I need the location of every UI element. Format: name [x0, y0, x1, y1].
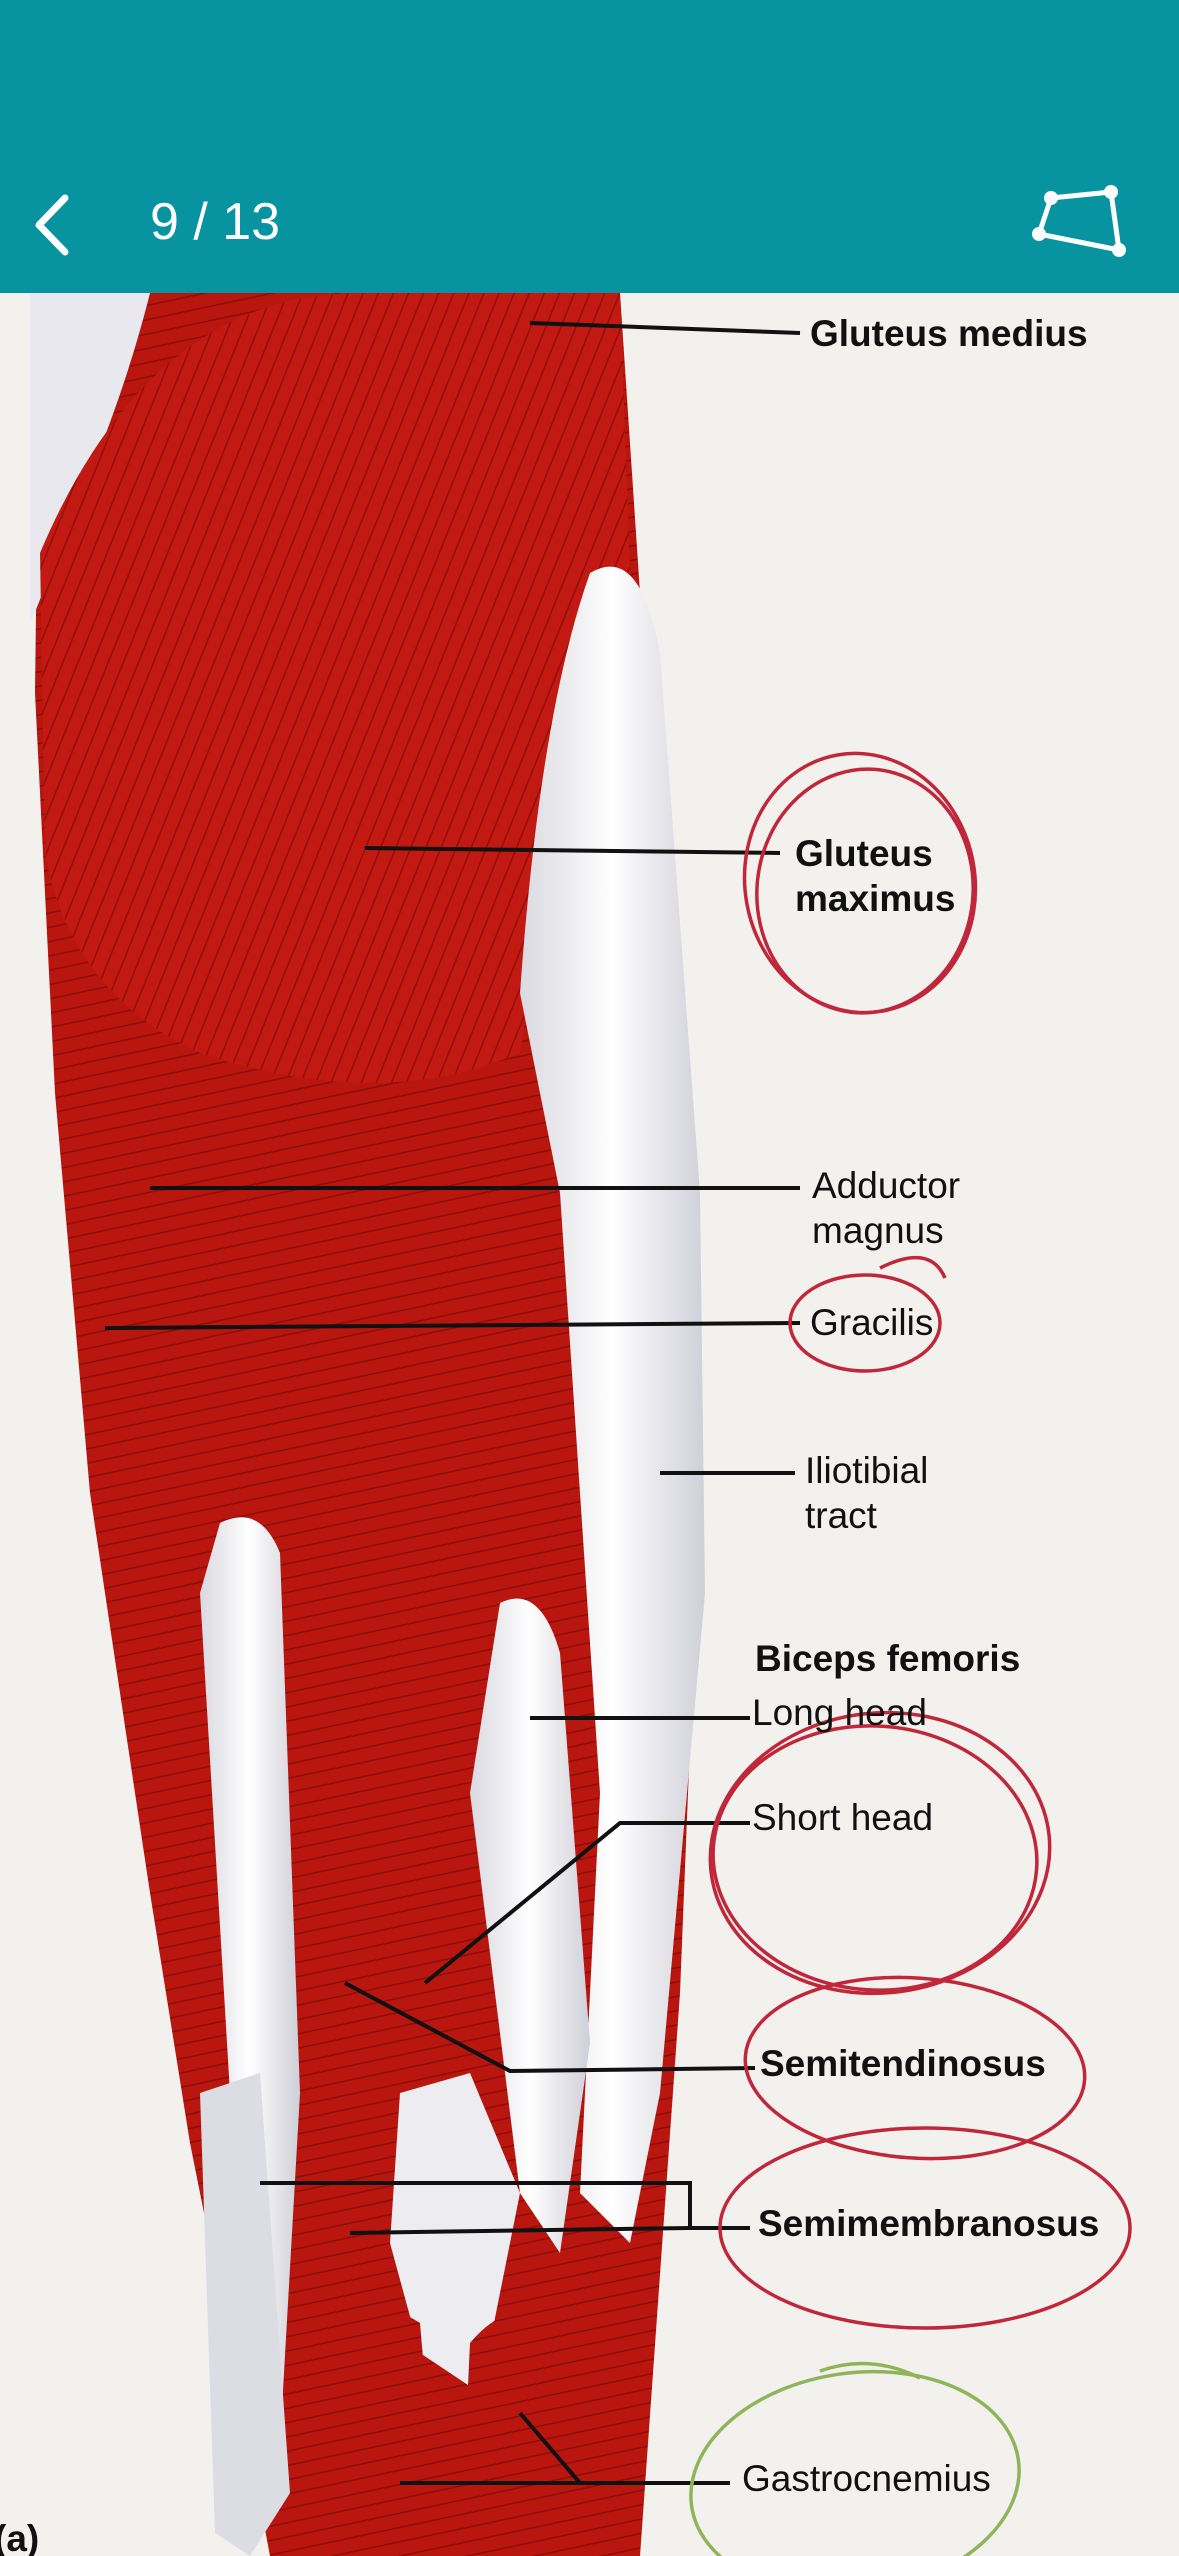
- label-gluteus-maximus-2: maximus: [795, 878, 955, 919]
- label-iliotibial-2: tract: [805, 1495, 878, 1536]
- label-gracilis: Gracilis: [810, 1302, 933, 1343]
- top-toolbar: 9 / 13: [0, 0, 1179, 293]
- crop-quad-icon: [1032, 185, 1126, 257]
- gluteus-maximus-shape: [40, 293, 630, 1083]
- label-gluteus-maximus-1: Gluteus: [795, 833, 933, 874]
- label-adductor-magnus-1: Adductor: [812, 1165, 960, 1206]
- label-iliotibial-1: Iliotibial: [805, 1450, 928, 1491]
- label-panel-letter: (a): [0, 2518, 39, 2556]
- anatomy-photo: Gluteus medius Gluteus maximus Adductor …: [0, 293, 1179, 2556]
- label-gastrocnemius: Gastrocnemius: [742, 2458, 991, 2499]
- label-semitendinosus: Semitendinosus: [760, 2043, 1046, 2084]
- label-short-head: Short head: [752, 1797, 933, 1838]
- label-gluteus-medius: Gluteus medius: [810, 313, 1088, 354]
- chevron-left-icon: [35, 194, 69, 256]
- crop-button[interactable]: [1024, 180, 1134, 270]
- posterior-thigh-illustration: Gluteus medius Gluteus maximus Adductor …: [0, 293, 1179, 2556]
- back-button[interactable]: [12, 180, 92, 270]
- label-long-head: Long head: [752, 1692, 927, 1733]
- label-biceps-femoris: Biceps femoris: [755, 1638, 1020, 1679]
- label-semimembranosus: Semimembranosus: [758, 2203, 1099, 2244]
- page-counter: 9 / 13: [150, 193, 281, 251]
- label-adductor-magnus-2: magnus: [812, 1210, 944, 1251]
